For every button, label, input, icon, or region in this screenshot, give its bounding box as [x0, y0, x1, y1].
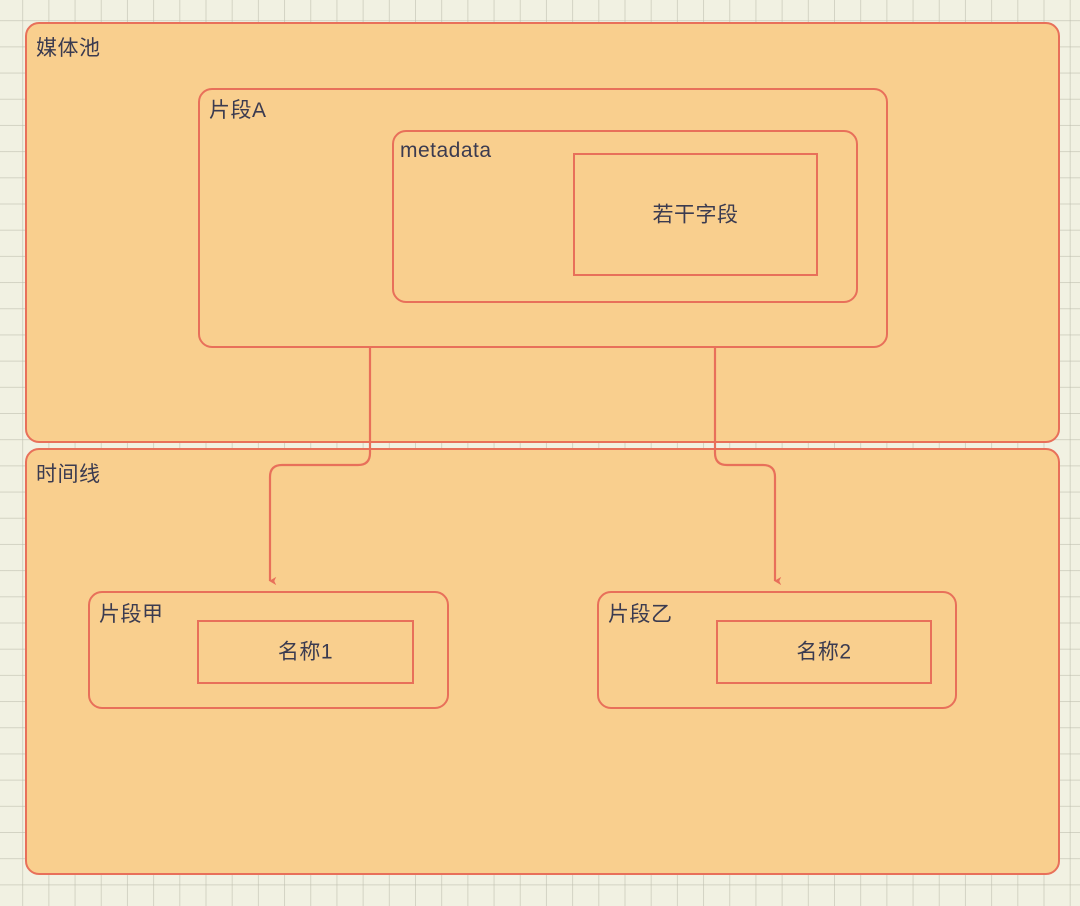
node-label-name-1: 名称1 [277, 640, 334, 664]
container-label-media-pool: 媒体池 [36, 37, 101, 60]
node-name-1[interactable]: 名称1 [197, 620, 414, 684]
node-fields[interactable]: 若干字段 [573, 153, 818, 276]
node-label-fields: 若干字段 [652, 203, 739, 226]
container-label-clip-a: 片段A [209, 99, 267, 122]
container-label-clip-jia: 片段甲 [99, 603, 164, 626]
container-label-metadata: metadata [400, 139, 492, 162]
node-name-2[interactable]: 名称2 [716, 620, 932, 684]
container-label-timeline: 时间线 [36, 463, 101, 486]
container-label-clip-yi: 片段乙 [608, 603, 673, 626]
node-label-name-2: 名称2 [796, 640, 852, 664]
